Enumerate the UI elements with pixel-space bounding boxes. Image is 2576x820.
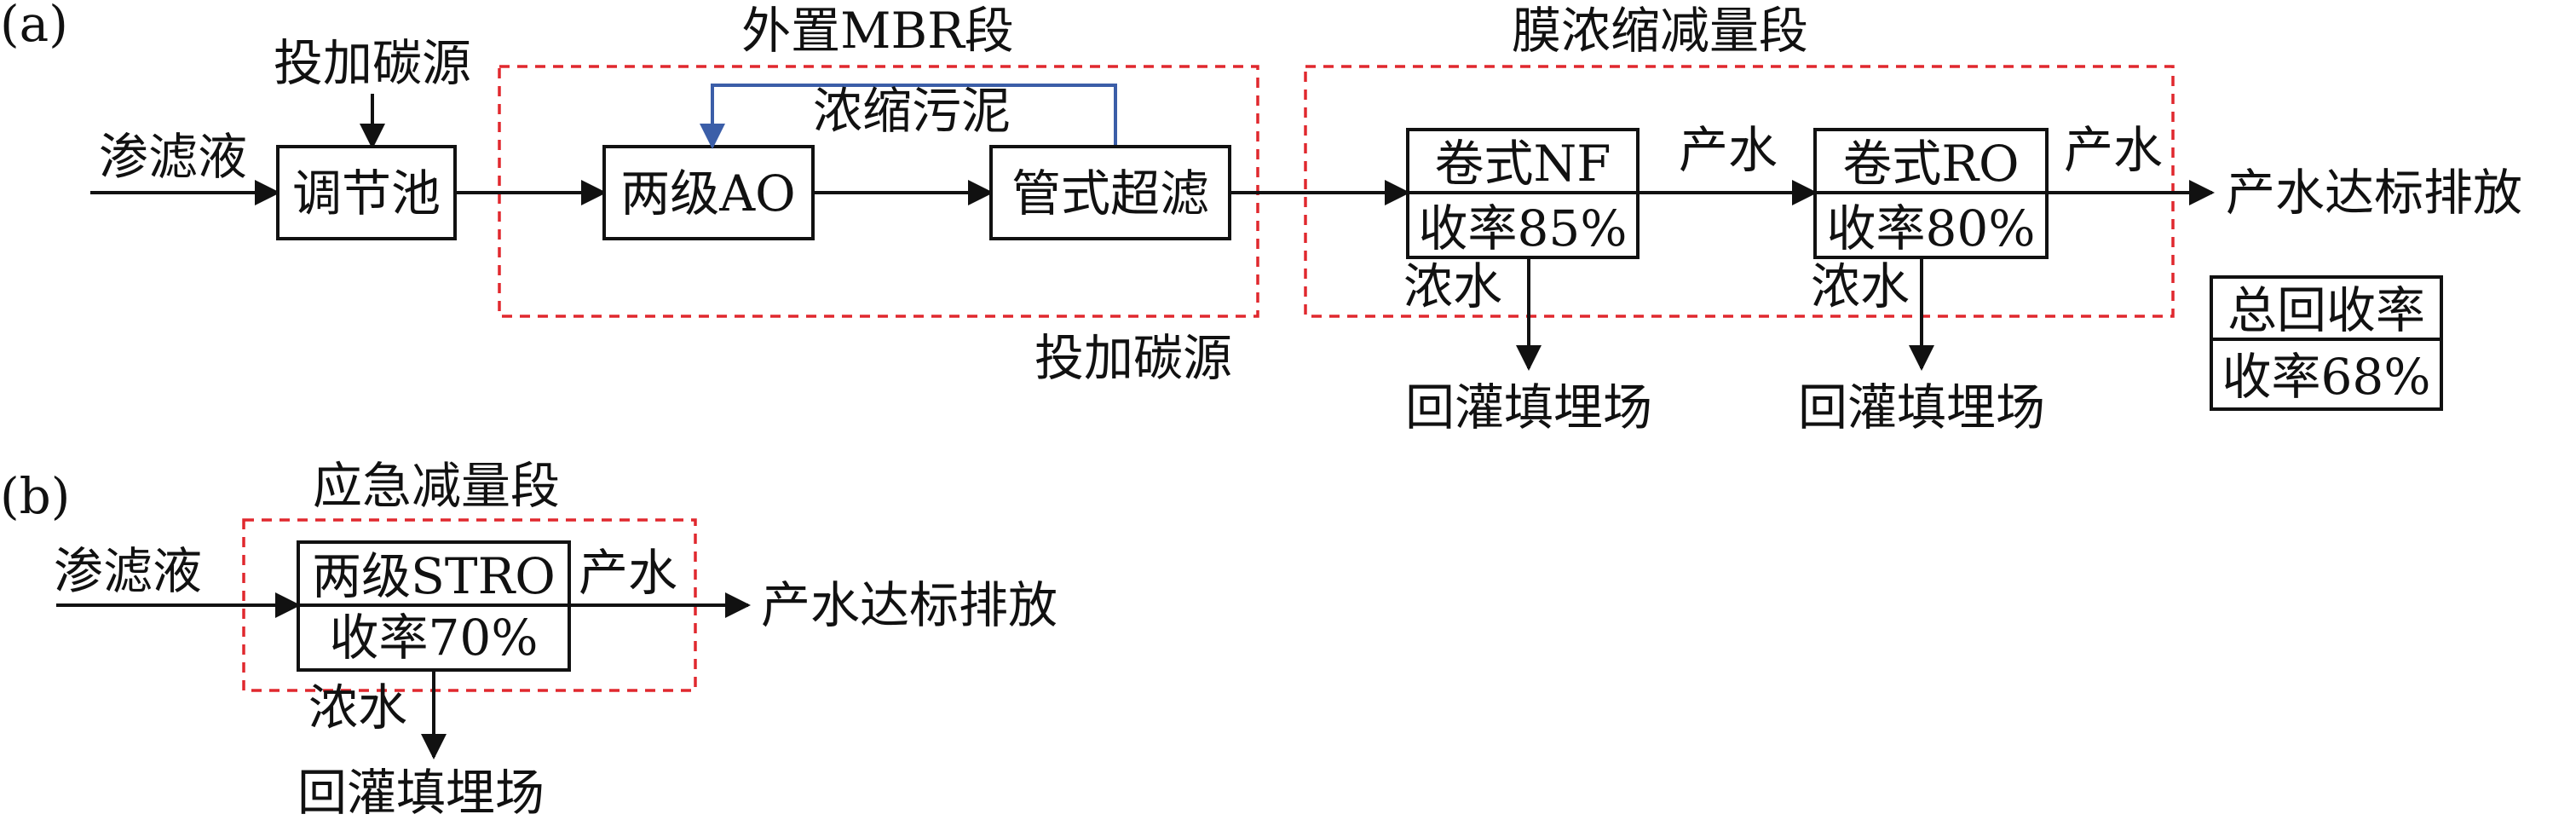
spiral-ro-label: 卷式RO [1842,135,2019,193]
panel-b-label: (b) [0,467,70,525]
b-leachate-input-label: 渗滤液 [54,542,202,600]
ro-product-water-label: 产水 [2064,121,2163,179]
nf-product-water-label: 产水 [1679,121,1778,179]
spiral-nf-label: 卷式NF [1435,135,1611,193]
ro-concentrate-label: 浓水 [1811,257,1910,315]
nf-landfill-label: 回灌填埋场 [1405,378,1652,436]
membrane-stage-title: 膜浓缩减量段 [1512,2,1808,60]
b-discharge-label: 产水达标排放 [761,576,1057,634]
emergency-stage-title: 应急减量段 [313,457,560,515]
regulating-tank-box [276,145,457,240]
b-landfill-label: 回灌填埋场 [297,764,545,820]
total-recovery-box [2210,275,2443,411]
total-recovery-value: 收率68% [2222,348,2431,406]
ro-landfill-label: 回灌填埋场 [1798,378,2045,436]
mbr-stage-title: 外置MBR段 [741,2,1014,60]
nf-recovery-label: 收率85% [1419,199,1628,257]
discharge-label: 产水达标排放 [2226,164,2522,222]
concentrated-sludge-label: 浓缩污泥 [813,82,1011,140]
stro-recovery-label: 收率70% [330,609,539,667]
leachate-input-label: 渗滤液 [99,128,247,186]
total-recovery-title: 总回收率 [2227,281,2425,339]
panel-b: (b) 应急减量段 渗滤液 两级STRO 收率70% 产水 产水达标排放 浓水 … [0,457,1057,820]
panel-a-label: (a) [0,0,68,53]
tubular-uf-box [989,145,1231,240]
tubular-uf-label: 管式超滤 [1011,165,1209,222]
b-product-water-label: 产水 [579,544,677,602]
two-stage-ao-label: 两级AO [620,165,795,222]
regulating-tank-label: 调节池 [292,165,441,222]
stro-label: 两级STRO [312,547,556,605]
panel-a: (a) 外置MBR段 膜浓缩减量段 渗滤液 投加碳源 调节池 两级AO 浓缩污泥… [0,0,2522,436]
carbon-source-bottom-label: 投加碳源 [1034,329,1232,387]
b-concentrate-label: 浓水 [308,679,407,736]
carbon-source-top-label: 投加碳源 [274,34,471,92]
sludge-recycle-arrow [700,84,1117,149]
ro-recovery-label: 收率80% [1827,199,2036,257]
nf-concentrate-label: 浓水 [1403,257,1502,315]
